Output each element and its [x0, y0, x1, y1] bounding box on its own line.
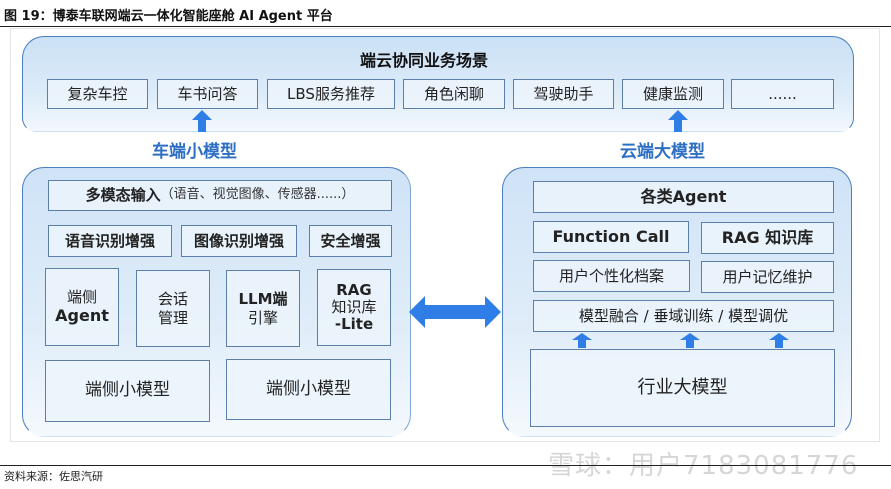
- scenario-box: ......: [731, 79, 834, 109]
- multimodal-input-label: 多模态输入: [85, 186, 161, 205]
- arrow-up-icon: [769, 333, 789, 348]
- scenario-box: 角色闲聊: [403, 79, 505, 109]
- arrow-up-icon: [572, 333, 592, 348]
- module-line: -Lite: [334, 315, 374, 334]
- multimodal-input-detail: （语音、视觉图像、传感器......）: [160, 187, 355, 203]
- arrow-up-icon: [680, 333, 700, 348]
- function-call-box: Function Call: [533, 221, 689, 253]
- enhancement-box: 语音识别增强: [48, 225, 172, 257]
- rag-knowledge-box: RAG 知识库: [701, 222, 834, 254]
- on-device-small-model-box: 端侧小模型: [45, 360, 210, 422]
- scenario-box: 车书问答: [157, 79, 258, 109]
- arrow-up-icon: [192, 110, 212, 132]
- arrow-up-icon: [668, 110, 688, 132]
- module-line: 会话: [157, 289, 188, 308]
- module-line: 知识库: [331, 297, 377, 316]
- watermark: 雪球：用户7183081776: [548, 451, 859, 481]
- cloud-model-label: 云端大模型: [620, 142, 705, 162]
- enhancement-box: 安全增强: [309, 225, 392, 257]
- user-memory-box: 用户记忆维护: [701, 261, 834, 293]
- module-box: RAG 知识库 -Lite: [317, 269, 391, 346]
- agents-box: 各类Agent: [533, 181, 834, 213]
- source-note: 资料来源：佐思汽研: [4, 470, 103, 483]
- bidirectional-arrow-icon: [409, 296, 501, 328]
- user-profile-box: 用户个性化档案: [533, 260, 690, 292]
- scenario-box: 健康监测: [622, 79, 724, 109]
- module-box: 端侧 Agent: [45, 268, 119, 346]
- enhancement-box: 图像识别增强: [181, 225, 297, 257]
- on-device-small-model-box: 端侧小模型: [226, 359, 391, 420]
- top-rule: [0, 26, 891, 27]
- model-tuning-box: 模型融合 / 垂域训练 / 模型调优: [533, 300, 834, 332]
- module-line: 管理: [157, 308, 188, 327]
- bottom-rule: [0, 465, 891, 466]
- module-line: Agent: [55, 306, 109, 326]
- module-line: 端侧: [66, 287, 97, 306]
- scenario-box: LBS服务推荐: [267, 79, 395, 109]
- scenario-box: 复杂车控: [47, 79, 148, 109]
- module-line: LLM端: [238, 289, 288, 308]
- module-line: 引擎: [247, 308, 278, 327]
- vehicle-model-label: 车端小模型: [152, 142, 237, 162]
- module-line: RAG: [336, 280, 372, 299]
- business-scenarios-title: 端云协同业务场景: [360, 51, 489, 70]
- multimodal-input-box: 多模态输入 （语音、视觉图像、传感器......）: [48, 180, 392, 211]
- scenario-box: 驾驶助手: [513, 79, 614, 109]
- industry-model-box: 行业大模型: [530, 349, 835, 427]
- module-box: 会话 管理: [136, 270, 210, 347]
- figure-title: 图 19：博泰车联网端云一体化智能座舱 AI Agent 平台: [4, 9, 333, 24]
- module-box: LLM端 引擎: [226, 270, 300, 347]
